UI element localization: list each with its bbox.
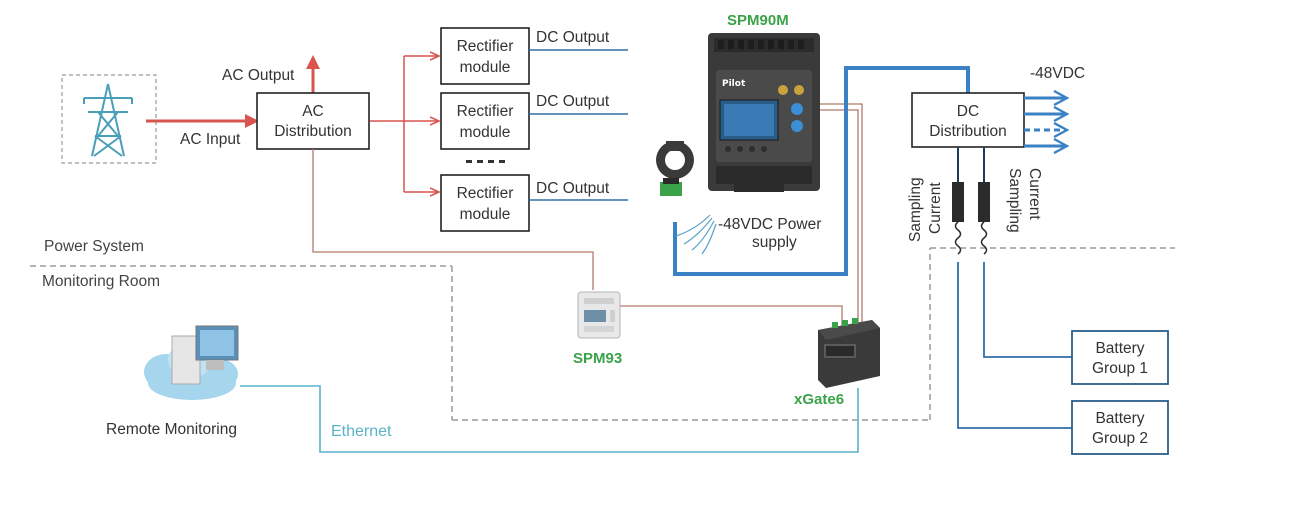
power-supply-wires: [675, 214, 717, 255]
dc-output-label: DC Output: [536, 93, 610, 110]
rectifier-module-1: Rectifier module: [440, 27, 530, 85]
dc-distribution-box: DC Distribution: [911, 92, 1025, 148]
monitoring-room-label: Monitoring Room: [42, 273, 160, 290]
ac-lines: [146, 56, 438, 192]
ellipsis-dashes: [466, 160, 505, 163]
current-transformer-icon: [952, 147, 964, 255]
ac-output-label: AC Output: [222, 67, 295, 84]
dc-distribution-label-1: DC: [957, 103, 979, 120]
current-sampling-label-2: Current: [927, 182, 944, 234]
power-system-label: Power System: [44, 238, 144, 255]
current-transformer-icon: [978, 147, 990, 255]
rectifier-module-3: Rectifier module: [440, 174, 530, 232]
battery-label: Battery: [1095, 340, 1144, 357]
transmission-tower-icon: [61, 74, 157, 164]
battery-group-2-label: Group 2: [1092, 430, 1148, 447]
rectifier-label: Rectifier: [457, 103, 514, 120]
ac-distribution-box: AC Distribution: [256, 92, 370, 150]
dc-output-lines: [529, 49, 628, 201]
gateway-device-icon: [818, 318, 880, 388]
ac-distribution-label-1: AC: [302, 103, 324, 120]
module-label: module: [460, 59, 511, 76]
current-sampling-label-4: Current: [1026, 168, 1043, 220]
svg-text:Pilot: Pilot: [722, 79, 746, 89]
xgate6-label: xGate6: [794, 391, 844, 408]
battery-lines: [957, 262, 1072, 429]
rectifier-module-2: Rectifier module: [440, 92, 530, 150]
remote-monitoring-label: Remote Monitoring: [106, 421, 237, 438]
battery-label: Battery: [1095, 410, 1144, 427]
power-supply-label-1: -48VDC Power: [718, 216, 821, 233]
ethernet-label: Ethernet: [331, 423, 392, 440]
current-sampling-label-3: Sampling: [1006, 168, 1023, 233]
meter-device-icon: [577, 291, 621, 339]
dc-output-label: DC Output: [536, 180, 610, 197]
rectifier-label: Rectifier: [457, 38, 514, 55]
battery-group-1-label: Group 1: [1092, 360, 1148, 377]
computer-cloud-icon: [144, 325, 239, 400]
current-sampling-label-1: Sampling: [907, 177, 924, 242]
spm93-label: SPM93: [573, 350, 622, 367]
zone-divider: [30, 247, 1175, 421]
power-supply-label-2: supply: [752, 234, 797, 251]
spm90m-device: Pilot: [708, 33, 820, 192]
battery-group-2: Battery Group 2: [1071, 400, 1169, 455]
module-label: module: [460, 124, 511, 141]
dc-distribution-label-2: Distribution: [929, 123, 1007, 140]
battery-group-1: Battery Group 1: [1071, 330, 1169, 385]
ac-input-label: AC Input: [180, 131, 241, 148]
ethernet-line: [240, 385, 859, 453]
current-clamp-icon: [656, 141, 694, 196]
spm90m-label: SPM90M: [727, 12, 789, 29]
minus48vdc-label: -48VDC: [1030, 65, 1085, 82]
module-label: module: [460, 206, 511, 223]
rectifier-label: Rectifier: [457, 185, 514, 202]
dc-output-label: DC Output: [536, 29, 610, 46]
dc-output-arrows: [1024, 98, 1066, 146]
dc-bus: [673, 66, 970, 276]
ac-distribution-label-2: Distribution: [274, 123, 352, 140]
